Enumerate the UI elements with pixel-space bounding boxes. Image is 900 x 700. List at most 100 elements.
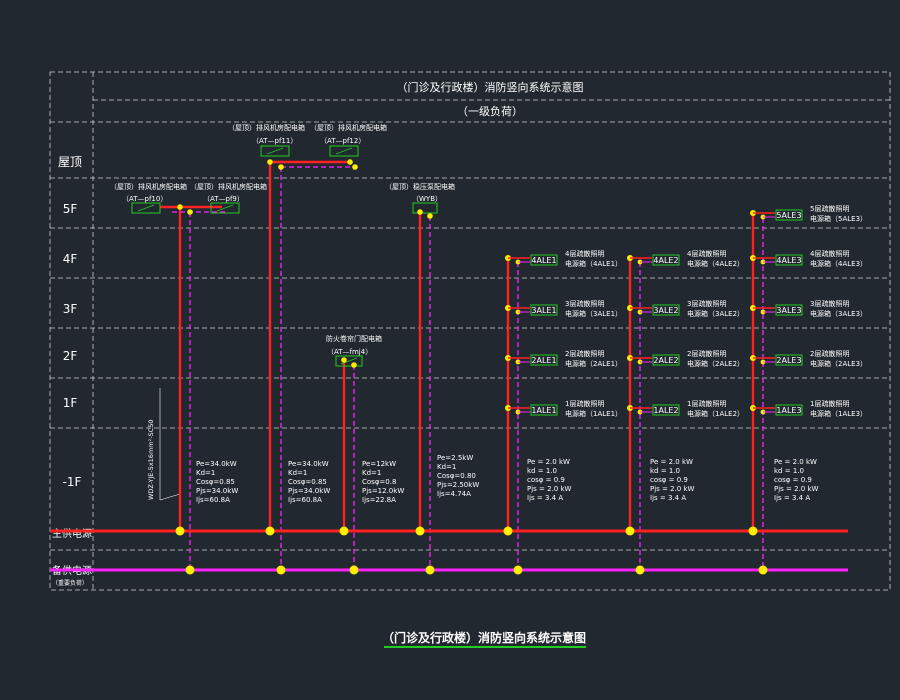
distribution-box-icon: [652, 304, 680, 316]
diagram-caption: （门诊及行政楼）消防竖向系统示意图: [382, 630, 586, 645]
roof-box-pf12: （屋顶）排风机房配电箱 （AT—pf12）: [310, 123, 387, 157]
spec-col1: Pe=34.0kW Kd=1 Cosφ=0.85 Pjs=34.0kW Ijs=…: [196, 460, 238, 504]
box-code: （AT—pf12）: [320, 137, 365, 145]
ale-desc-1: 2层疏散照明: [565, 349, 604, 358]
box-note: （屋顶）排风机房配电箱: [190, 182, 267, 191]
distribution-box-icon: [530, 254, 558, 266]
box-code: （AT—pf10）: [122, 195, 167, 203]
spec-col5: Pe = 2.0 kW kd = 1.0 cosφ = 0.9 Pjs = 2.…: [527, 458, 572, 502]
ale-desc-2: 电源箱（1ALE3）: [810, 409, 867, 418]
junction-node: [278, 164, 284, 170]
roof-box-wyb: （屋顶）稳压泵配电箱 （WYB）: [385, 182, 455, 214]
spec-col6: Pe = 2.0 kW kd = 1.0 cosφ = 0.9 Pjs = 2.…: [650, 458, 695, 502]
ale-code: 2ALE2: [653, 356, 678, 365]
box-code: （WYB）: [412, 195, 442, 203]
floor-label-5f: 5F: [63, 202, 78, 216]
floor-label-b1: -1F: [63, 475, 82, 489]
ale-desc-2: 电源箱（4ALE2）: [687, 259, 744, 268]
svg-text:Pe=34.0kW: Pe=34.0kW: [288, 460, 329, 468]
box-code: （AT—pf9）: [203, 195, 244, 203]
ale-boxes: 4ALE14层疏散照明电源箱（4ALE1）3ALE13层疏散照明电源箱（3ALE…: [177, 159, 867, 418]
distribution-box-icon: [530, 354, 558, 366]
svg-text:Pe=2.5kW: Pe=2.5kW: [437, 454, 473, 462]
ale-code: 3ALE2: [653, 306, 678, 315]
svg-text:Pe = 2.0 kW: Pe = 2.0 kW: [650, 458, 693, 466]
svg-text:Cosφ=0.85: Cosφ=0.85: [288, 478, 327, 486]
distribution-box-icon: [260, 145, 290, 157]
svg-text:Pjs = 2.0 kW: Pjs = 2.0 kW: [774, 485, 819, 493]
floor-label-4f: 4F: [63, 252, 78, 266]
ale-desc-1: 2层疏散照明: [810, 349, 849, 358]
svg-text:Pjs=34.0kW: Pjs=34.0kW: [288, 487, 330, 495]
ale-desc-2: 电源箱（5ALE3）: [810, 214, 867, 223]
ale-desc-2: 电源箱（3ALE3）: [810, 309, 867, 318]
distribution-box-icon: [652, 254, 680, 266]
svg-text:Cosφ=0.80: Cosφ=0.80: [437, 472, 476, 480]
distribution-box-icon: [775, 404, 803, 416]
box-note: 防火卷帘门配电箱: [326, 334, 382, 343]
svg-text:Pjs=2.50kW: Pjs=2.50kW: [437, 481, 479, 489]
svg-text:Ijs = 3.4 A: Ijs = 3.4 A: [650, 494, 686, 502]
svg-text:Ijs=4.74A: Ijs=4.74A: [437, 490, 471, 498]
distribution-box-icon: [652, 354, 680, 366]
ale-code: 4ALE1: [531, 256, 556, 265]
ale-desc-1: 1层疏散照明: [810, 399, 849, 408]
ale-desc-2: 电源箱（2ALE1）: [565, 359, 622, 368]
svg-text:kd = 1.0: kd = 1.0: [650, 467, 680, 475]
ale-desc-1: 4层疏散照明: [810, 249, 849, 258]
distribution-box-icon: [412, 202, 438, 214]
junction-node: [427, 213, 433, 219]
svg-text:Ijs=22.8A: Ijs=22.8A: [362, 496, 396, 504]
floor-label-roof: 屋顶: [58, 155, 82, 169]
ale-desc-1: 3层疏散照明: [687, 299, 726, 308]
distribution-box-icon: [775, 254, 803, 266]
roof-box-pf10: （屋顶）排风机房配电箱 （AT—pf10）: [110, 182, 187, 214]
spec-col2: Pe=34.0kW Kd=1 Cosφ=0.85 Pjs=34.0kW Ijs=…: [288, 460, 330, 504]
svg-text:Pe=12kW: Pe=12kW: [362, 460, 396, 468]
ale-desc-2: 电源箱（2ALE3）: [810, 359, 867, 368]
svg-text:Kd=1: Kd=1: [288, 469, 307, 477]
svg-text:Kd=1: Kd=1: [362, 469, 381, 477]
ale-code: 3ALE1: [531, 306, 556, 315]
floor-label-3f: 3F: [63, 302, 78, 316]
box-note: （屋顶）排风机房配电箱: [228, 123, 305, 132]
ale-code: 5ALE3: [776, 211, 801, 220]
ale-code: 3ALE3: [776, 306, 801, 315]
svg-text:Pe=34.0kW: Pe=34.0kW: [196, 460, 237, 468]
floor-label-1f: 1F: [63, 396, 78, 410]
diagram-subtitle: （一级负荷）: [457, 104, 523, 118]
box-code: （AT—pf11）: [252, 137, 297, 145]
main-bus-label: 主供电源: [52, 527, 92, 540]
ale-desc-1: 4层疏散照明: [687, 249, 726, 258]
floor-labels: 屋顶 5F 4F 3F 2F 1F -1F: [58, 155, 82, 489]
ale-desc-1: 1层疏散照明: [565, 399, 604, 408]
ale-desc-1: 2层疏散照明: [687, 349, 726, 358]
svg-text:Pjs=34.0kW: Pjs=34.0kW: [196, 487, 238, 495]
cable-label: WDZ-YJE-5x16mm²-SC50: [147, 420, 155, 501]
ale-desc-1: 4层疏散照明: [565, 249, 604, 258]
roof-box-pf11: （屋顶）排风机房配电箱 （AT—pf11）: [228, 123, 305, 157]
ale-code: 2ALE3: [776, 356, 801, 365]
svg-text:Pe = 2.0 kW: Pe = 2.0 kW: [774, 458, 817, 466]
ale-code: 1ALE1: [531, 406, 556, 415]
svg-text:kd = 1.0: kd = 1.0: [774, 467, 804, 475]
ale-code: 1ALE2: [653, 406, 678, 415]
distribution-box-icon: [210, 202, 240, 214]
svg-text:Cosφ=0.8: Cosφ=0.8: [362, 478, 396, 486]
svg-text:Pe = 2.0 kW: Pe = 2.0 kW: [527, 458, 570, 466]
distribution-box-icon: [131, 202, 161, 214]
ale-desc-1: 5层疏散照明: [810, 204, 849, 213]
spec-col7: Pe = 2.0 kW kd = 1.0 cosφ = 0.9 Pjs = 2.…: [774, 458, 819, 502]
junction-node: [347, 159, 353, 165]
distribution-box-icon: [775, 209, 803, 221]
ale-desc-1: 3层疏散照明: [810, 299, 849, 308]
